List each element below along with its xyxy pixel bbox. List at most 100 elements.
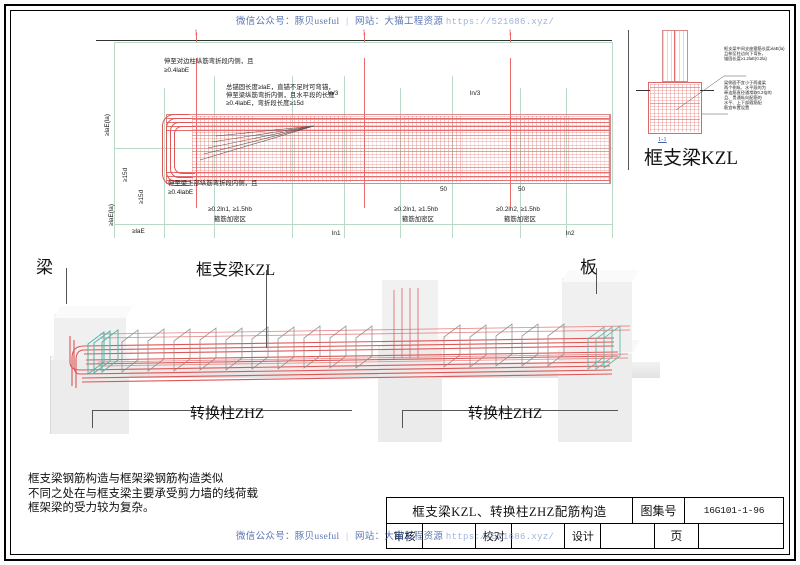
dim-frame-right [612, 42, 613, 238]
vdim-1: ≥laE(la) [104, 114, 111, 136]
title-block-row-bottom: 审核 校对 设计 页 [387, 523, 783, 549]
iso-beam-stub-left [54, 314, 126, 360]
dim-frame-top [114, 42, 612, 43]
span-dim-left: ln/3 [328, 90, 339, 97]
rebar-hook-left-4 [174, 126, 195, 174]
note-line-3: 框架梁的受力较为复杂。 [28, 502, 155, 514]
title-block: 框支梁KZL、转换柱ZHZ配筋构造 图集号 16G101-1-96 审核 校对 … [386, 497, 784, 549]
section-note-9: 筋宜布置设置 [724, 105, 750, 110]
rebar-hook-left-2 [166, 118, 191, 182]
section-beam-hatch-h [650, 84, 700, 132]
label-beam-left: 梁 [36, 258, 53, 277]
review-label: 审核 [387, 523, 424, 548]
design-label: 设计 [565, 523, 602, 548]
annotation-1b: ≥0.4labE [164, 67, 190, 74]
review-value [423, 523, 477, 548]
column-line-3 [510, 58, 511, 208]
section-note-8: 水平、上下部箍筋配 [724, 100, 762, 105]
drawing-title: 框支梁KZL、转换柱ZHZ配筋构造 [387, 498, 633, 523]
page-label: 页 [655, 523, 700, 548]
watermark-url: https://521686.xyz/ [445, 17, 555, 27]
section-note-5: 两个侧纵、水平段的为 [724, 85, 766, 90]
check-label: 校对 [476, 523, 513, 548]
iso-column-right [558, 350, 632, 442]
note-line-1: 框支梁钢筋构造与框架梁钢筋构造类似 [28, 473, 224, 485]
section-note-3: 锚固长度≥1.2laE(0.2la) [724, 56, 767, 61]
section-title: 框支梁KZL [644, 148, 738, 169]
sheet-border-outer [4, 4, 796, 561]
notes-block: 框支梁钢筋构造与框架梁钢筋构造类似 不同之处在与框支梁主要承受剪力墙的线荷载 框… [28, 472, 258, 516]
section-beam-box [648, 82, 702, 134]
detail-divider [628, 30, 629, 170]
leader-fan [199, 125, 315, 161]
beam-right-break [610, 114, 611, 184]
dim-frame-left [114, 42, 115, 238]
rebar-hook-left-1 [162, 114, 189, 186]
dim-frame-bottom [114, 224, 612, 225]
column-axis-1 [196, 32, 197, 43]
elevation-top-axis [96, 40, 612, 41]
dim-div-a [164, 88, 165, 238]
column-line-2 [364, 58, 365, 208]
section-note-7: 且、贯通纵向配筋的 [724, 95, 762, 100]
isometric-view [14, 250, 694, 465]
offset-dim-2: 50 [518, 186, 526, 193]
section-marker: 1-1 [658, 136, 667, 143]
label-column-left: 转换柱ZHZ [190, 406, 265, 422]
section-detail: 框支梁中间支座箍筋长度≥laE(la) 且伸至柱边向下弯折， 锚固长度≥1.2l… [632, 30, 785, 150]
annotation-3a: 伸至梁上部纵筋弯折段内侧，且 [168, 180, 258, 187]
annotation-2c: ≥0.4labE，弯折段长度≥15d [226, 100, 304, 107]
iso-rebar-cage [69, 288, 631, 388]
column-axis-3 [510, 32, 511, 43]
stirrup-label-2: 箍筋加密区 [402, 216, 434, 223]
watermark-separator: | [346, 17, 349, 27]
leader-beam-left [66, 268, 67, 304]
leader-kzl [266, 270, 267, 348]
design-value [601, 523, 655, 548]
stirrup-dim-3: ≥0.2ln2, ≥1.5hb [496, 206, 540, 213]
watermark-bottom-site: 网站：大猫工程资源 [355, 532, 444, 542]
section-leaders [675, 75, 746, 115]
annotation-1a: 伸至对边柱纵筋弯折段内侧，且 [164, 58, 254, 65]
section-wall-stub [662, 30, 688, 82]
section-note-6: 牵连筋直径通常取0.2倍的 [724, 90, 772, 95]
bottom-dim-ln1: ln1 [332, 230, 341, 237]
stirrup-label-1: 箍筋加密区 [214, 216, 246, 223]
leader-col-right-h [402, 410, 618, 411]
stirrup-dim-2: ≥0.2ln1, ≥1.5hb [394, 206, 438, 213]
section-note-2: 且伸至柱边向下弯折， [724, 51, 766, 56]
longitudinal-hatch [192, 116, 610, 182]
watermark-bottom-url: https://521686.xyz/ [445, 532, 555, 542]
label-kzl: 框支梁KZL [196, 262, 276, 279]
stirrup-dim-1: ≥0.2ln1, ≥1.5hb [208, 206, 252, 213]
label-slab: 板 [580, 258, 597, 277]
check-value [512, 523, 566, 548]
section-cut-left [636, 90, 650, 91]
watermark-bottom: 微信公众号：豚贝useful | 网站：大猫工程资源 https://52168… [236, 528, 554, 542]
sheet-border-inner [10, 10, 790, 555]
leader-col-left [92, 410, 93, 428]
watermark-top: 微信公众号：豚贝useful | 网站：大猫工程资源 https://52168… [236, 13, 554, 27]
annotation-2b: 伸至梁纵筋弯折内侧，且水平段的长度 [226, 92, 335, 99]
annotation-3b: ≥0.4labE [168, 189, 194, 196]
atlas-value: 16G101-1-96 [703, 504, 765, 516]
elevation-drawing: 1 1 1 [96, 28, 626, 243]
column-axis-2 [364, 32, 365, 43]
section-note-4: 梁侧面不宜小于两道梁 [724, 80, 766, 85]
leader-col-left-h [92, 410, 352, 411]
watermark-bottom-wechat: 微信公众号：豚贝useful [236, 532, 340, 542]
column-line-1 [196, 58, 197, 208]
stirrup-label-3: 箍筋加密区 [504, 216, 536, 223]
section-cut-right [700, 90, 714, 91]
atlas-key: 图集号 [633, 498, 685, 523]
watermark-site: 网站：大猫工程资源 [355, 17, 444, 27]
section-wall-axis [674, 30, 675, 82]
annotation-2a: 总锚固长度≥laE，直锚不足时可弯锚， [226, 84, 335, 91]
page-value [699, 524, 783, 549]
section-note-1: 框支梁中间支座箍筋长度≥laE(la) [724, 46, 785, 51]
bottom-dim-lae: ≥laE [132, 228, 145, 235]
span-dim-right: ln/3 [470, 90, 481, 97]
rebar-hook-left-3 [170, 122, 193, 178]
section-wall-hatch [663, 31, 687, 81]
